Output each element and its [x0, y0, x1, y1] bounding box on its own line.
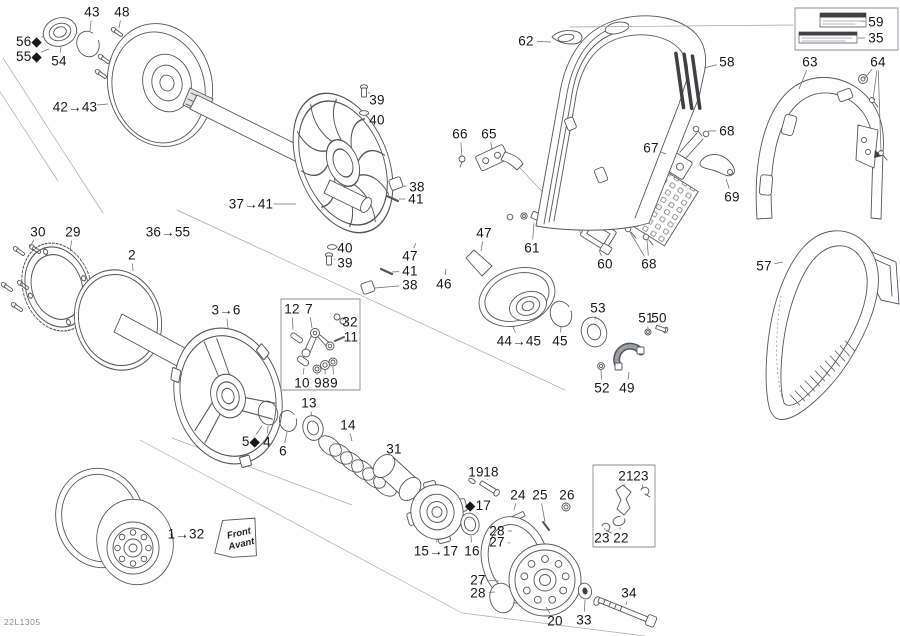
- washer-40-bolt-39-lower-drawing: [324, 244, 338, 266]
- washer-19-bolt-18-drawing: [468, 477, 500, 497]
- warning-decal-35: [798, 31, 858, 44]
- lever-69-drawing: [699, 154, 735, 177]
- guard-63-drawing: [755, 76, 900, 305]
- washer-53-drawing: [580, 316, 608, 348]
- bearing-54-drawing: [42, 17, 78, 47]
- housing-44-45-drawing: [465, 249, 556, 327]
- seal-13-drawing: [302, 415, 324, 441]
- drive-belt-57-drawing: [765, 230, 879, 420]
- bolt-34-drawing: [593, 596, 658, 628]
- spider-15-17-drawing: [405, 479, 469, 545]
- warning-decal-59: [819, 12, 867, 28]
- ring-45-drawing: [549, 300, 573, 328]
- oring-4-drawing: [257, 400, 279, 426]
- nut-26-drawing: [561, 502, 571, 512]
- sliding-sheave-42-43-drawing: [106, 23, 214, 147]
- bracket-subassembly-box: [592, 464, 656, 548]
- pin-25-drawing: [542, 521, 550, 531]
- leader-lines: [29, 20, 882, 614]
- lever-subassembly-box: [280, 298, 361, 391]
- handle-62-drawing: [551, 30, 583, 45]
- governor-cup-20-drawing: [480, 516, 582, 617]
- decal-box: [794, 7, 899, 51]
- cam-49-drawing: [613, 342, 645, 371]
- circlip-43-drawing: [76, 30, 100, 58]
- spring-14-drawing: [318, 435, 397, 497]
- screws-68-lower-drawing: [624, 225, 654, 246]
- belt-guard-58-drawing: [535, 15, 707, 231]
- washer-33-drawing: [577, 582, 593, 600]
- slider-38-pin-41-lower-drawing: [360, 267, 394, 295]
- decal-leader-line: [569, 24, 794, 28]
- drawing-code: 22L1305: [4, 617, 41, 627]
- spider-housing-3-6-drawing: [170, 327, 283, 469]
- circlip-6-drawing: [278, 410, 298, 432]
- sleeve-31-drawing: [372, 454, 422, 501]
- nut-52-drawing: [597, 362, 605, 370]
- bushing-16-drawing: [460, 512, 480, 536]
- slider-38-pin-41-upper-drawing: [385, 176, 404, 203]
- screws-68-top-drawing: [692, 125, 710, 138]
- ring-gear-29-drawing: [21, 242, 93, 332]
- nut-51-bolt-50-drawing: [644, 324, 669, 336]
- fixed-sheave-37-41-drawing: [292, 92, 394, 234]
- screw-66-drawing: [458, 155, 466, 168]
- bracket-65-drawing: [475, 144, 524, 172]
- bolt-39-washer-40-top-drawing: [358, 84, 370, 116]
- drive-pulley-assy-1-32-drawing: [55, 467, 174, 586]
- front-direction-flag: Front Avant: [214, 517, 257, 558]
